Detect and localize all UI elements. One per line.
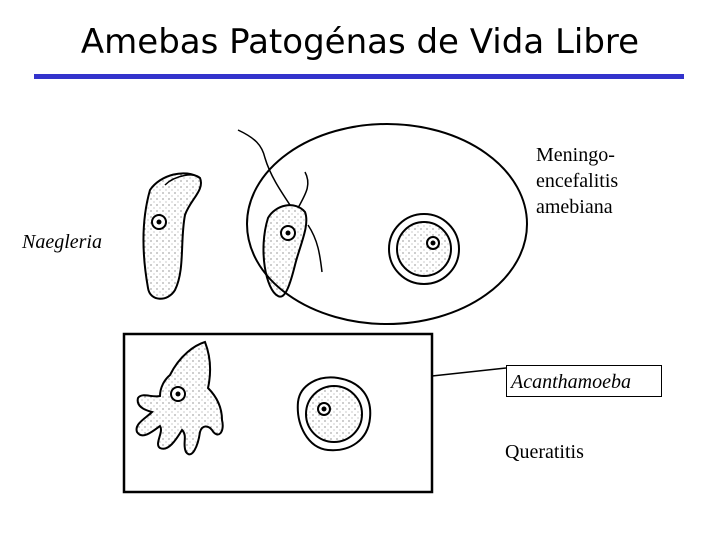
meningo-line-1: Meningo- — [536, 144, 615, 166]
naegleria-cyst — [388, 213, 460, 285]
acanthamoeba-group-box — [122, 332, 434, 494]
acanthamoeba-label: Acanthamoeba — [506, 365, 662, 397]
acanthamoeba-trophozoite — [135, 340, 224, 456]
acanthamoeba-cyst — [296, 376, 372, 452]
naegleria-label: Naegleria — [22, 231, 102, 253]
meningo-line-3: amebiana — [536, 196, 613, 218]
naegleria-flagellate — [237, 129, 323, 298]
meningoencefalitis-label: Meningo- encefalitis amebiana — [536, 142, 618, 220]
acanthamoeba-pointer-line — [431, 367, 507, 377]
title-underline — [34, 74, 684, 79]
queratitis-label: Queratitis — [505, 441, 584, 463]
slide-title: Amebas Patogénas de Vida Libre — [80, 22, 640, 62]
meningo-line-2: encefalitis — [536, 170, 619, 192]
meningo-group-ellipse — [246, 123, 528, 325]
naegleria-trophozoite — [142, 172, 202, 300]
